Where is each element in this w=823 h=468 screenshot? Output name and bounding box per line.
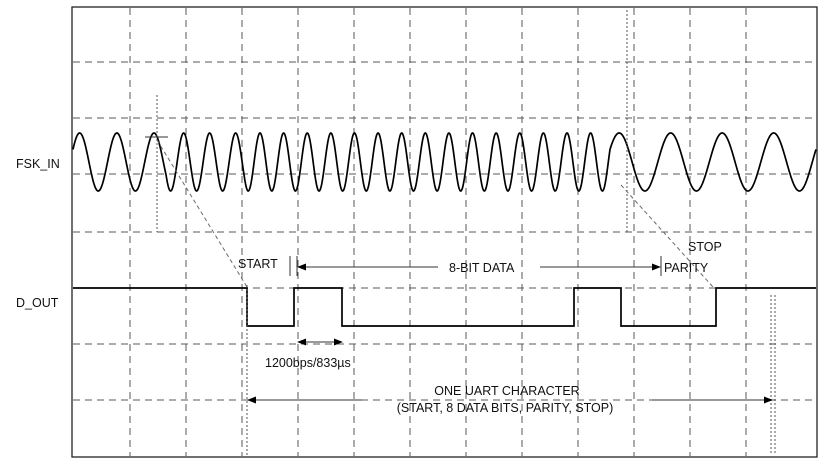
character-title: ONE UART CHARACTER — [434, 384, 579, 398]
start-label: START — [238, 257, 278, 271]
delay-line-stop — [620, 184, 714, 288]
data-bits-label: 8-BIT DATA — [449, 261, 515, 275]
d-out-label: D_OUT — [16, 296, 59, 310]
parity-label: PARITY — [664, 261, 709, 275]
stop-label: STOP — [688, 240, 722, 254]
delay-line-start — [156, 139, 248, 288]
character-subtitle: (START, 8 DATA BITS, PARITY, STOP) — [397, 401, 614, 415]
fsk-in-label: FSK_IN — [16, 157, 60, 171]
bit-time-label: 1200bps/833µs — [265, 356, 351, 370]
fsk-in-waveform — [72, 132, 817, 192]
d-out-waveform — [73, 287, 816, 327]
plot-frame — [71, 6, 818, 458]
